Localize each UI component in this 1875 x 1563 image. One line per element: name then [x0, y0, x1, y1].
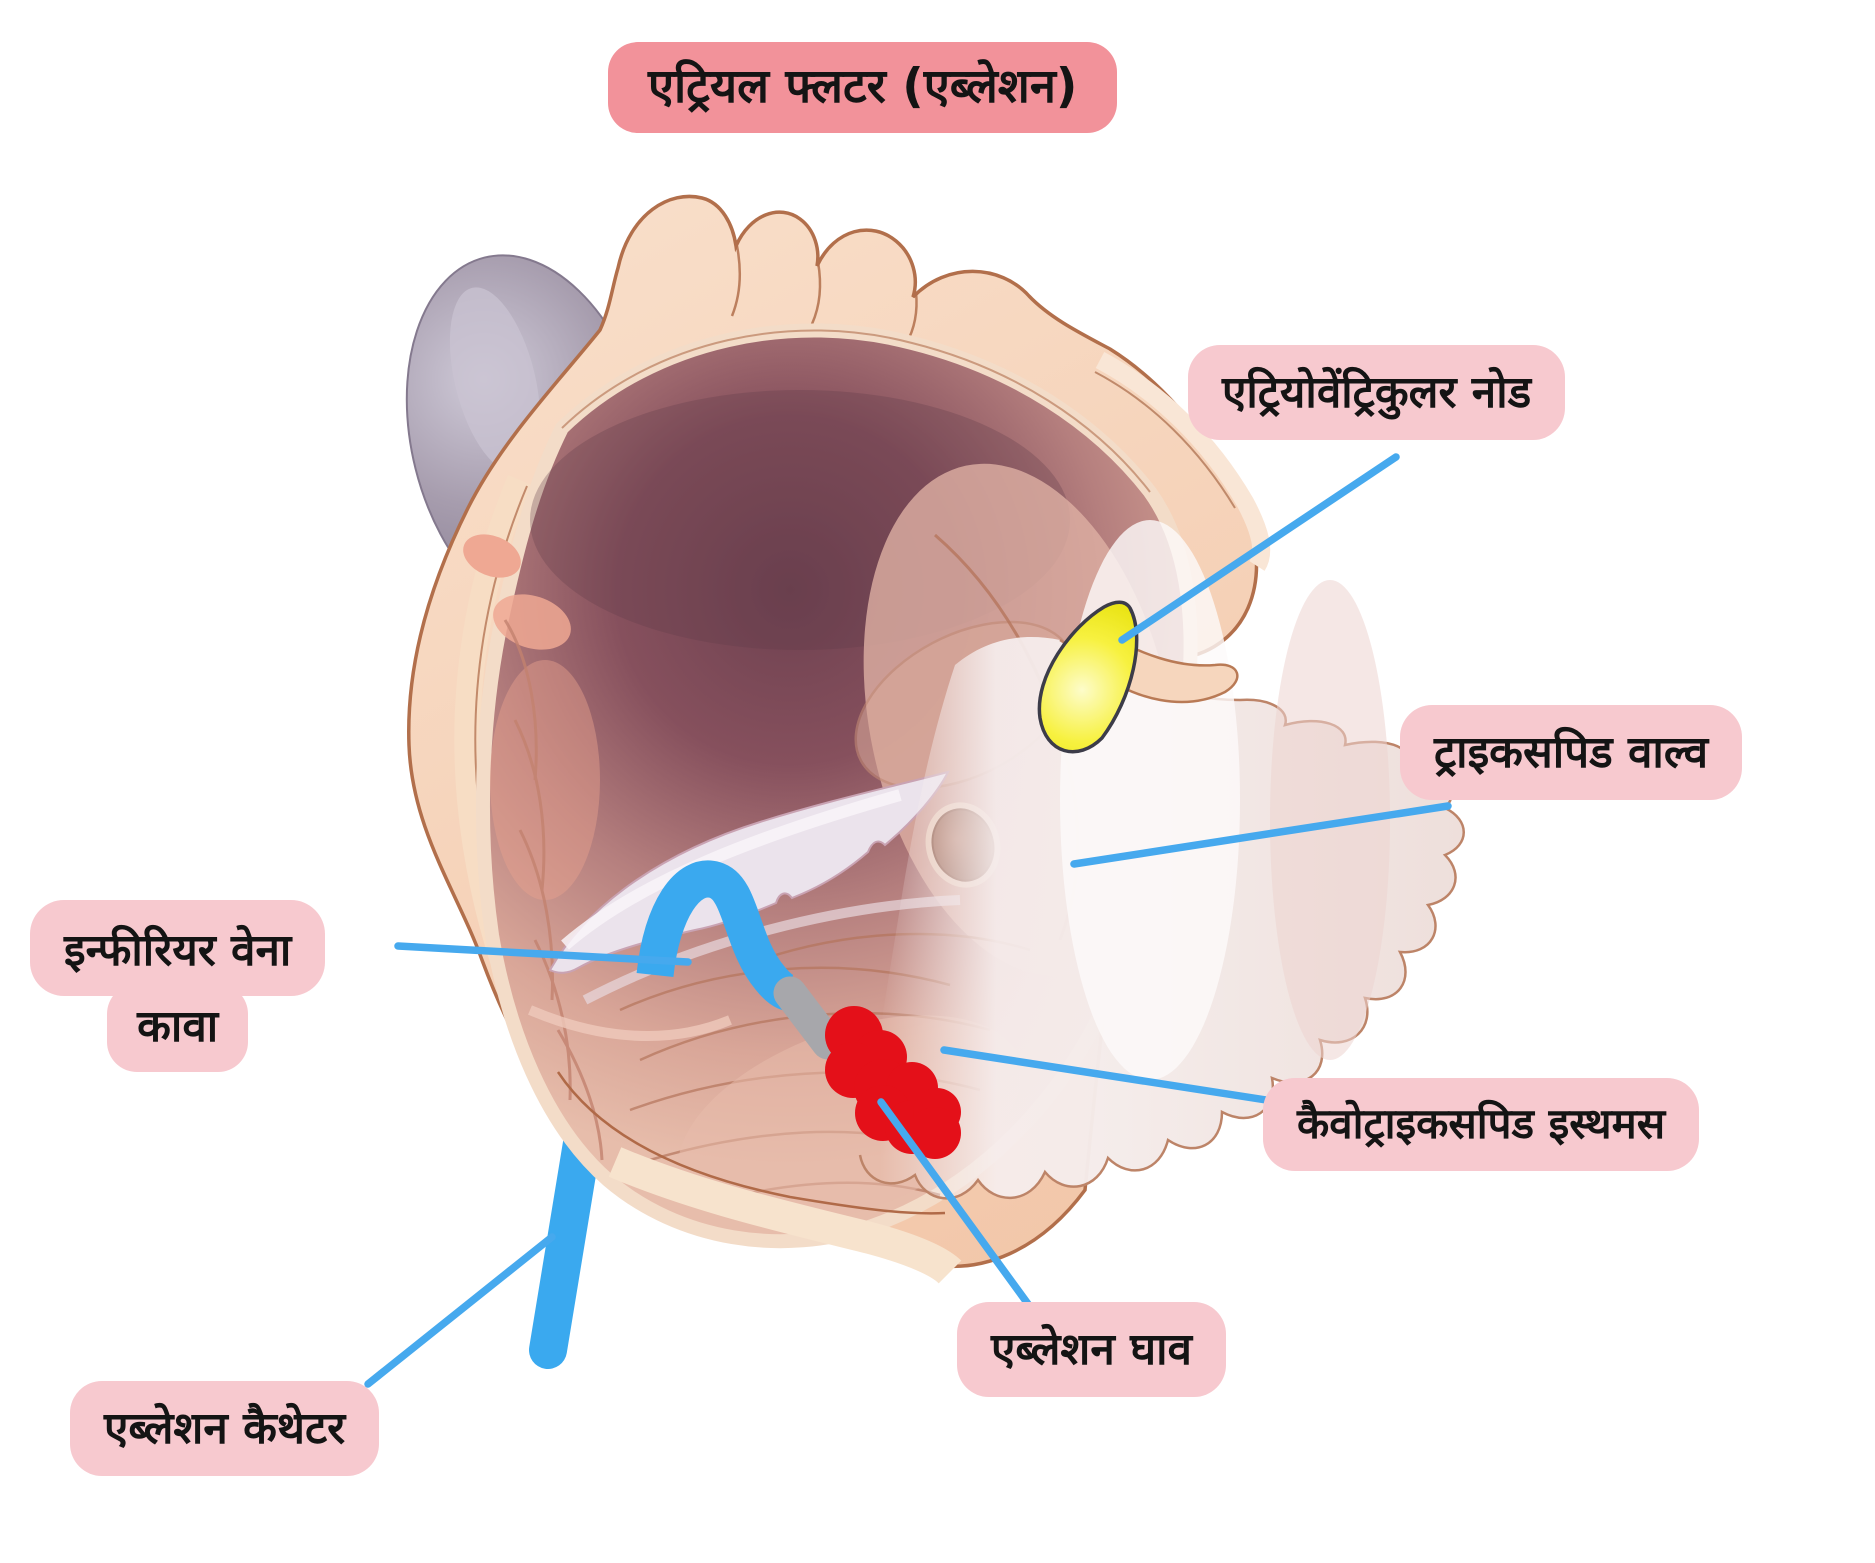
leader-tricuspid-valve: [1070, 802, 1452, 868]
ablation-lesions: [825, 1006, 961, 1159]
label-av-node: एट्रियोवेंट्रिकुलर नोड: [1188, 345, 1566, 440]
ablation-catheter-loop: [636, 860, 845, 1060]
leader-ablation-catheter: [364, 1233, 556, 1388]
ablation-catheter-shaft: [529, 1106, 604, 1369]
bottom-wall: [556, 1071, 962, 1284]
leader-inferior-vena-cava: [394, 942, 692, 966]
label-isthmus-text: कैवोट्राइकसपिड इस्थमस: [1297, 1099, 1666, 1148]
leader-av-node: [1118, 453, 1400, 644]
label-inferior-vena-cava-line2: कावा: [107, 984, 249, 1072]
leader-isthmus: [940, 1046, 1296, 1108]
diagram-title: एट्रियल फ्लटर (एब्लेशन): [608, 42, 1118, 133]
leader-ablation-wound: [877, 1098, 1032, 1308]
label-ablation-wound-text: एब्लेशन घाव: [991, 1324, 1192, 1375]
label-ablation-wound: एब्लेशन घाव: [957, 1302, 1226, 1397]
label-isthmus: कैवोट्राइकसपिड इस्थमस: [1263, 1078, 1700, 1171]
label-ablation-catheter: एब्लेशन कैथेटर: [70, 1381, 380, 1476]
pectinate-muscles: [463, 534, 604, 1161]
catheter-tip: [773, 976, 845, 1060]
av-node-shape: [1037, 600, 1139, 754]
label-inferior-vena-cava-line1: इन्फीरियर वेना: [30, 900, 326, 996]
label-av-node-text: एट्रियोवेंट्रिकुलर नोड: [1222, 367, 1532, 418]
label-inferior-vena-cava: इन्फीरियर वेना कावा: [30, 900, 326, 1072]
label-tricuspid-valve-text: ट्राइकसपिड वाल्व: [1434, 727, 1709, 778]
label-ablation-catheter-text: एब्लेशन कैथेटर: [104, 1403, 346, 1454]
label-tricuspid-valve: ट्राइकसपिड वाल्व: [1400, 705, 1743, 800]
diagram-title-text: एट्रियल फ्लटर (एब्लेशन): [648, 59, 1078, 114]
leader-lines: [364, 453, 1452, 1388]
